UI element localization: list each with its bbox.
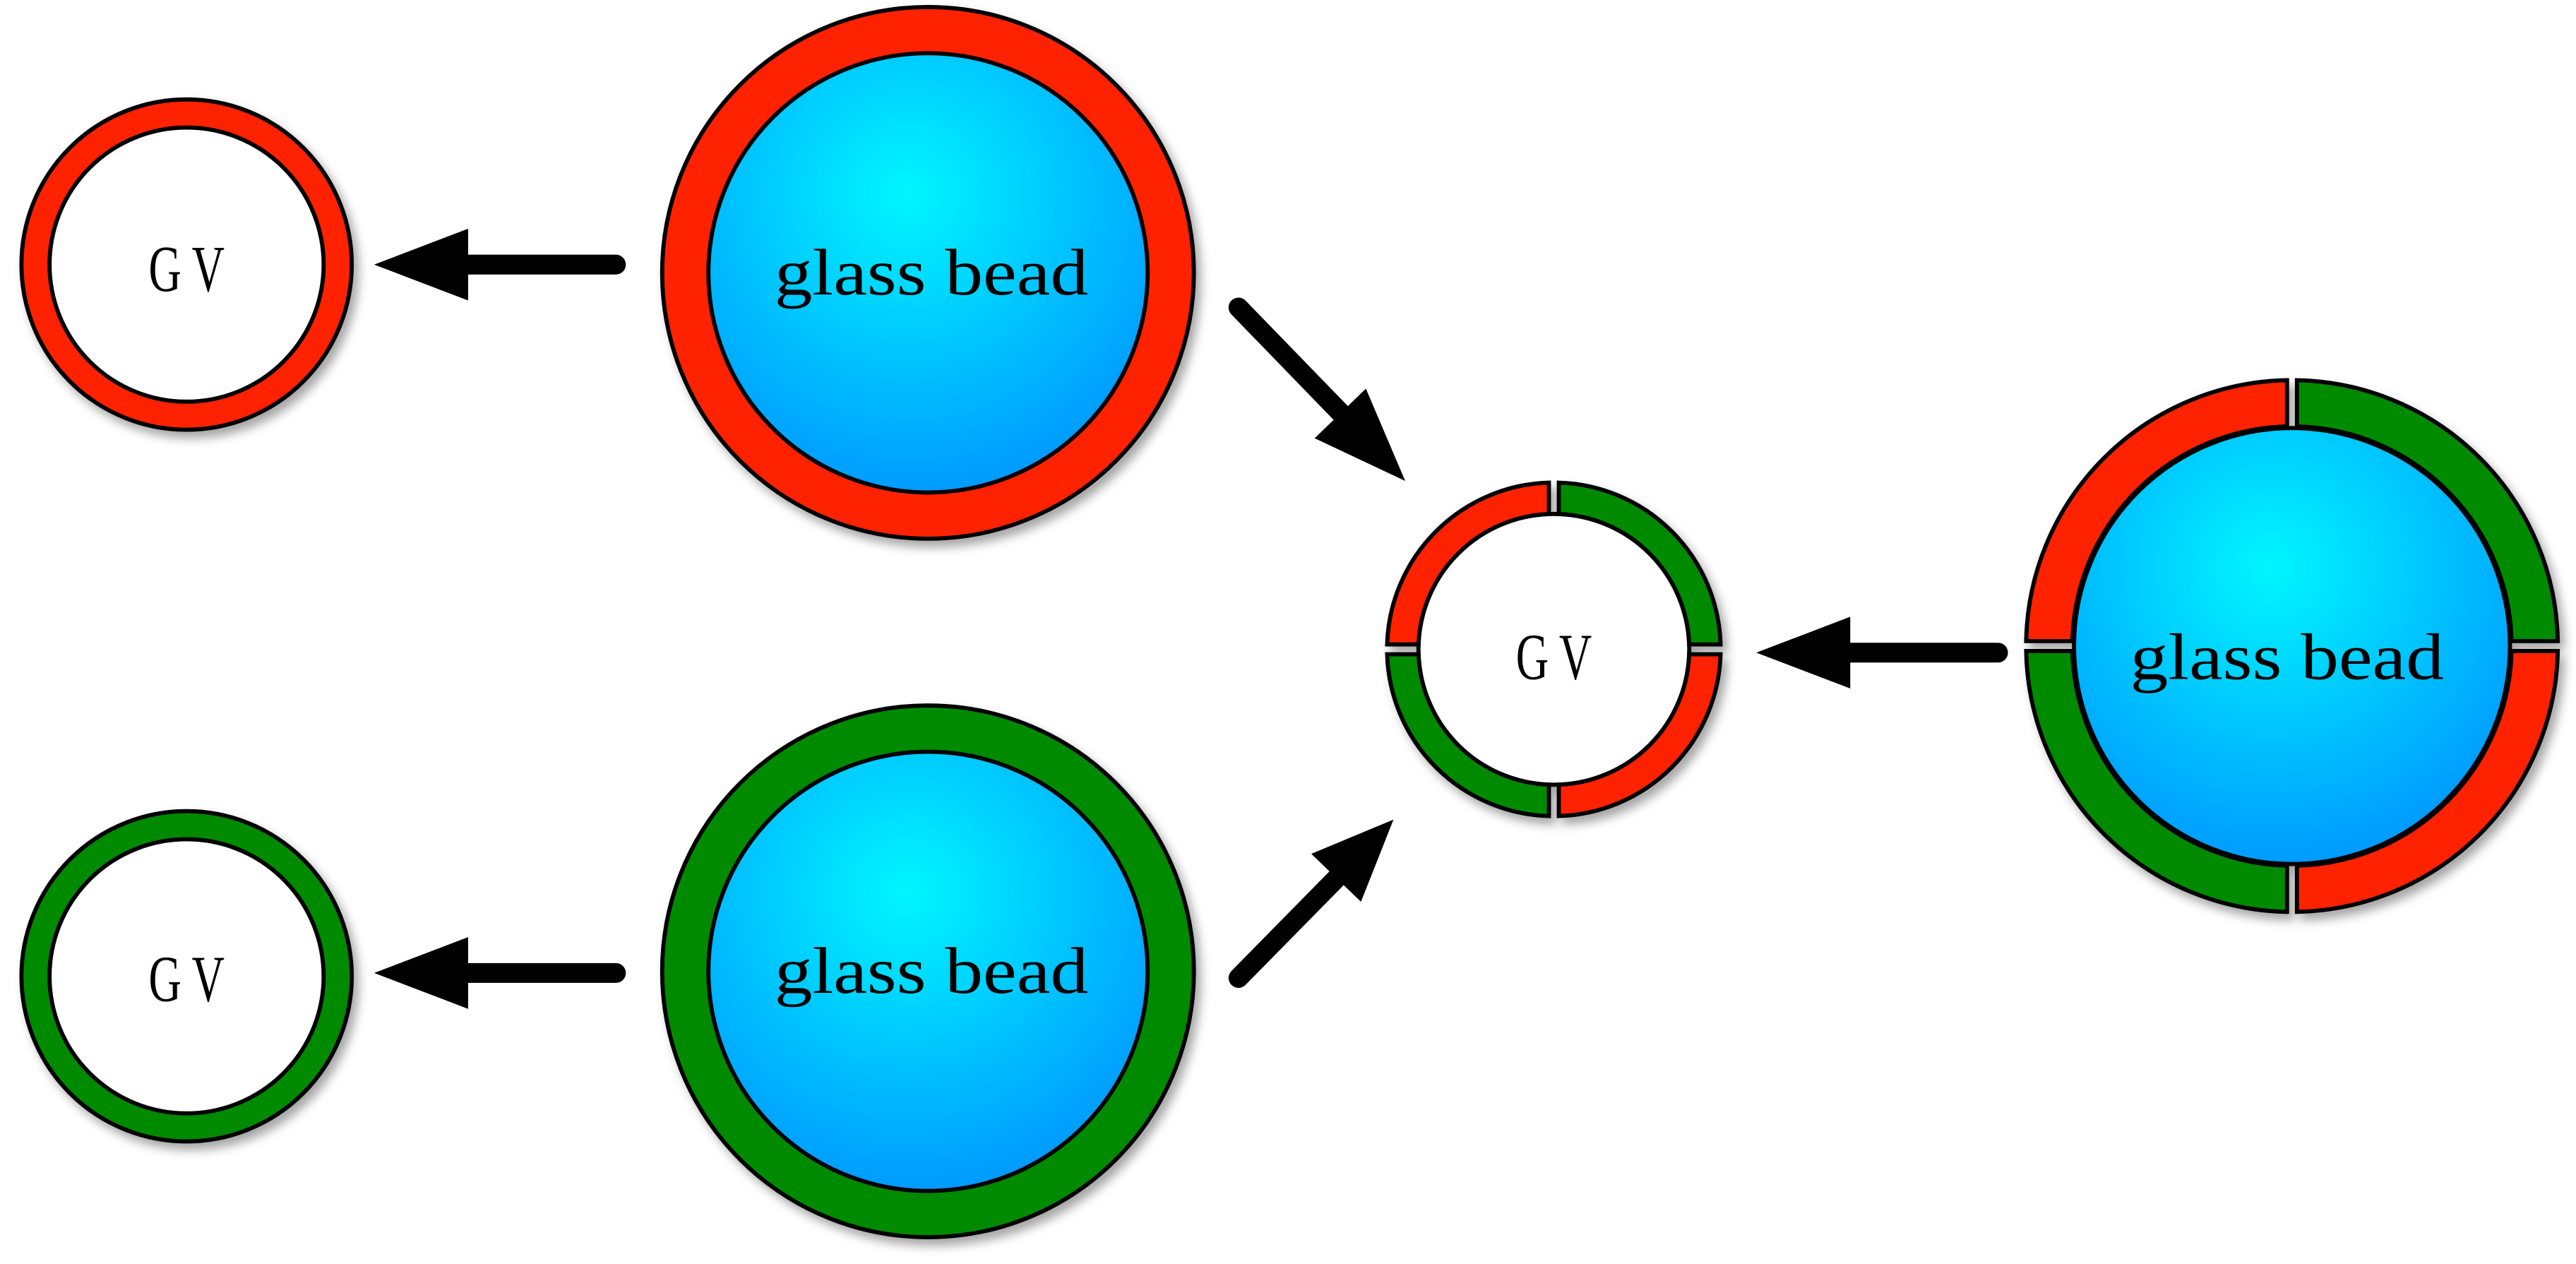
arrow-bottom-left [374, 937, 626, 1009]
glass-bead-red-core [706, 51, 1150, 495]
gv-mixed-segment-top-left [1385, 480, 1551, 647]
gv-mixed-segment-bottom-right [1556, 652, 1723, 818]
glass-bead-green [660, 703, 1196, 1239]
arrow-down-right-shaft [1228, 297, 1356, 429]
gv-mixed-label: G V [1516, 621, 1592, 694]
arrow-up-right-head [1311, 819, 1394, 902]
gv-mixed-vesicle [1416, 511, 1692, 787]
gv-mixed [1385, 480, 1723, 818]
arrow-up-right-shaft [1228, 865, 1349, 988]
gv-red [19, 97, 354, 432]
gv-mixed-segment-top-right [1556, 480, 1723, 647]
arrow-right-to-center-head [1756, 616, 1851, 689]
glass-bead-green-label: glass bead [775, 935, 1088, 1008]
arrow-bottom-left-head [374, 937, 468, 1009]
arrow-up-right [1228, 819, 1394, 988]
gv-mixed-segment-bottom-left [1385, 652, 1551, 818]
gv-green [19, 809, 354, 1144]
gv-red-vesicle [47, 125, 326, 404]
arrow-down-right [1228, 297, 1405, 482]
arrow-down-right-head [1314, 388, 1405, 482]
arrow-top-left-head [374, 228, 468, 301]
glass-bead-red [660, 4, 1196, 541]
arrow-right-to-center [1756, 616, 2008, 689]
glass-bead-mixed-label: glass bead [2130, 621, 2444, 694]
glass-bead-red-label: glass bead [775, 237, 1088, 309]
arrow-top-left [374, 228, 626, 301]
gv-green-label: G V [148, 943, 225, 1016]
glass-bead-mixed [2024, 378, 2560, 914]
gv-red-label: G V [148, 233, 225, 306]
glass-bead-mixed-core [2072, 426, 2512, 866]
glass-bead-green-core [706, 749, 1150, 1193]
gv-green-vesicle [47, 837, 326, 1116]
